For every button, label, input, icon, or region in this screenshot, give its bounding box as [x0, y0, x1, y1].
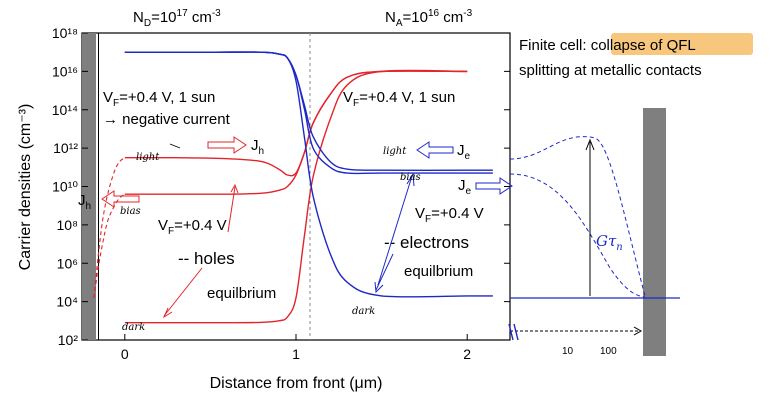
- holes-label: -- holes: [178, 249, 235, 268]
- series-line-7: [124, 51, 493, 171]
- donor-doping-label: ND=1017 cm-3: [133, 8, 221, 29]
- x-tick-label: 0: [121, 346, 129, 362]
- x-axis-title: Distance from front (μm): [210, 375, 383, 392]
- hand-bias-right: bias: [400, 172, 421, 183]
- equilibrium-electrons-label: equilbrium: [404, 263, 473, 280]
- pointer-electrons-bias: [377, 175, 413, 286]
- y-tick-label: 10⁴: [56, 294, 78, 310]
- hand-bias-left: bias: [120, 206, 141, 217]
- hand-light-right: light: [383, 146, 407, 157]
- equilibrium-holes-label: equilbrium: [207, 285, 276, 302]
- series-layer: [93, 51, 493, 324]
- y-tick-label: 10⁸: [57, 217, 79, 233]
- y-tick-label: 10¹²: [53, 140, 78, 156]
- jh-upper-label: Jh: [251, 137, 264, 157]
- finite-cell-line1: Finite cell: collapse of QFL: [519, 37, 696, 54]
- y-tick-label: 10⁶: [57, 255, 78, 271]
- vf-right-mid-label: VF=+0.4 V: [415, 205, 484, 225]
- y-tick-label: 10¹⁸: [52, 25, 78, 41]
- extended-tick-100: 100: [600, 346, 617, 357]
- vf-left-label: VF=+0.4 V, 1 sun: [103, 89, 215, 109]
- series-line-2: [124, 70, 468, 177]
- vf-mid-label: VF=+0.4 V: [158, 217, 227, 237]
- x-tick-label: 2: [463, 346, 471, 362]
- extended-electron-bias-curve: [509, 173, 646, 298]
- finite-cell-line2: splitting at metallic contacts: [519, 62, 702, 79]
- electron-current-left-arrow: [416, 141, 454, 159]
- je-lower-label: Je: [458, 177, 472, 197]
- x-tick-label: 1: [292, 346, 300, 362]
- electrons-label: -- electrons: [384, 233, 469, 252]
- hole-current-right-arrow: [207, 136, 247, 154]
- y-tick-label: 10²: [58, 332, 79, 348]
- jh-lower-label: Jh: [78, 192, 91, 212]
- y-tick-label: 10¹⁰: [52, 179, 78, 195]
- pointer-holes-eq: [163, 267, 203, 317]
- pointer-electrons-eq: [375, 253, 394, 291]
- hand-dark-left: dark: [122, 322, 145, 333]
- y-tick-label: 10¹⁴: [52, 102, 78, 118]
- je-upper-label: Je: [457, 142, 471, 162]
- acceptor-doping-label: NA=1016 cm-3: [385, 8, 473, 29]
- vf-right-label: VF=+0.4 V, 1 sun: [343, 89, 455, 109]
- extended-axis-arrowhead: [633, 326, 643, 336]
- extended-tick-10: 10: [562, 346, 574, 357]
- pointer-holes-bias: [227, 186, 236, 233]
- extended-electron-light-curve: [509, 136, 646, 297]
- generation-arrowhead: [585, 138, 595, 151]
- hole-current-left-arrow: [101, 190, 140, 208]
- y-tick-label: 10¹⁶: [52, 63, 78, 79]
- hand-dark-right: dark: [352, 306, 375, 317]
- axis-break-mark-2: [513, 323, 519, 341]
- electron-current-right-arrow: [475, 177, 513, 195]
- pointer-electrons-bias-head: [406, 172, 415, 187]
- pointer-holes-bias-head: [230, 183, 239, 194]
- pointer-holes-eq-head: [162, 307, 173, 319]
- axis-break-mark-1: [508, 323, 514, 341]
- pointer-electrons-eq-head: [374, 281, 384, 294]
- highlight-box: [611, 33, 753, 55]
- series-line-4: [93, 193, 126, 298]
- negative-current-label: → negative current: [103, 111, 231, 128]
- pointer-light: [169, 143, 181, 149]
- axis-ticks-layer: 10² 10⁴ 10⁶ 10⁸ 10¹⁰ 10¹² 10¹⁴ 10¹⁶ 10¹⁸ 0 1 2: [52, 25, 510, 362]
- g-tau-label: Gτn: [596, 232, 623, 253]
- series-line-0: [124, 69, 468, 324]
- y-axis-title: Carrier densities (cm⁻³): [17, 104, 34, 271]
- rear-metal-contact: [643, 108, 666, 356]
- hand-light-left: light: [136, 152, 160, 163]
